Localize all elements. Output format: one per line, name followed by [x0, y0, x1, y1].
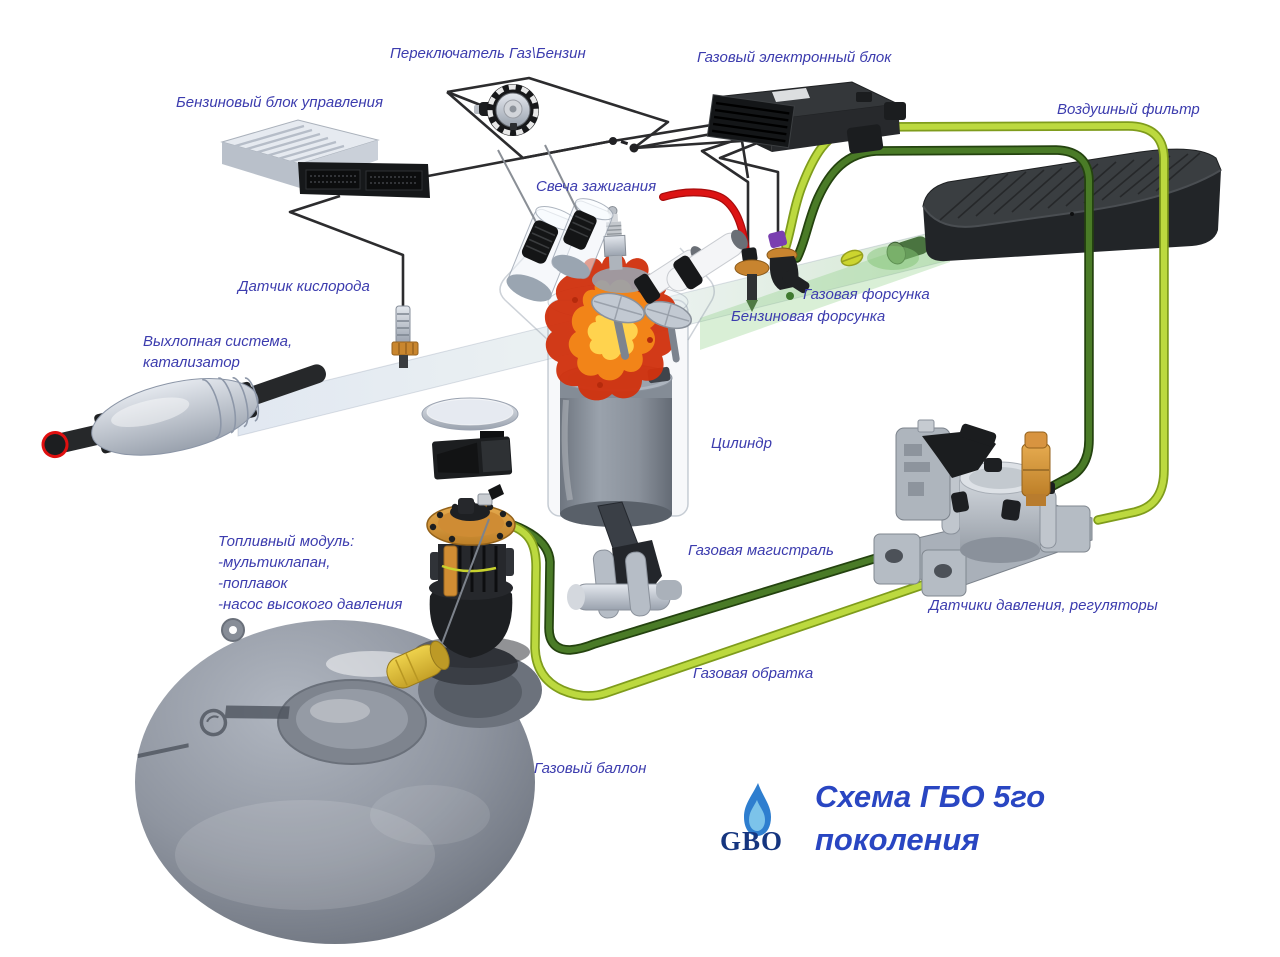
intake-lens [840, 249, 864, 267]
label-petrol-injector: Бензиновая форсунка [731, 308, 886, 325]
petrol-injector-wire [700, 134, 750, 254]
throttle-disc [421, 397, 519, 431]
petrol-ecu-fins [231, 124, 345, 169]
gbo-logo-text: GBO [720, 826, 784, 856]
throttle-module [432, 431, 513, 480]
wire-connector-ball [629, 143, 639, 153]
fuel-float [386, 640, 450, 689]
petrol-ecu [220, 119, 430, 198]
label-petrol-ecu: Бензиновый блок управления [176, 94, 383, 111]
label-regulators: Датчики давления, регуляторы [929, 597, 1158, 614]
label-exhaust-line1: Выхлопная система, [143, 333, 293, 350]
exhaust-runner [666, 229, 748, 292]
label-exhaust-line2: катализатор [143, 354, 240, 371]
label-gas-ecu: Газовый электронный блок [697, 49, 892, 66]
regulator-bracket [895, 419, 997, 521]
label-spark-plug: Свеча зажигания [536, 178, 657, 195]
air-filter [867, 148, 1222, 270]
fuel-switch [474, 84, 539, 136]
label-fuel-switch: Переключатель Газ\Бензин [390, 45, 586, 62]
gas-pipes [487, 121, 1169, 701]
gbo-logo-flame [744, 783, 771, 836]
label-fuel-module-item2: -поплавок [218, 575, 288, 592]
ignition-coil [521, 220, 559, 264]
exhaust-tip [41, 431, 69, 459]
ignition-coil [563, 210, 597, 250]
label-cylinder: Цилиндр [711, 435, 772, 452]
diagram-title-line2: поколения [815, 822, 980, 857]
gas-injector [766, 230, 810, 300]
gas-injector-wire [718, 141, 780, 236]
tank-logo [137, 705, 290, 759]
fuel-module [386, 484, 530, 689]
label-oxygen-sensor: Датчик кислорода [238, 278, 370, 295]
petrol-injector [734, 247, 770, 312]
label-fuel-module-item3: -насос высокого давления [218, 596, 403, 613]
wire-connector-ball [609, 137, 617, 145]
valve [643, 300, 693, 363]
oxygen-sensor [391, 305, 419, 368]
label-gas-injector: Газовая форсунка [803, 286, 930, 303]
gas-ecu [706, 81, 906, 154]
label-exhaust-system: Выхлопная система, катализатор [143, 331, 292, 373]
diagram-title-line1: Схема ГБО 5го [815, 779, 1046, 814]
label-gas-tank: Газовый баллон [534, 760, 647, 777]
label-gas-return: Газовая обратка [693, 665, 814, 682]
engine [497, 144, 748, 619]
label-fuel-module: Топливный модуль: -мультиклапан, -поплав… [218, 531, 402, 615]
crankshaft [567, 501, 682, 619]
regulator-canister [1021, 431, 1051, 506]
gas-ecu-connector [706, 94, 795, 149]
valve [591, 292, 645, 360]
pressure-regulators [873, 419, 1093, 597]
exhaust-system [41, 364, 326, 459]
gas-return-line [500, 121, 1169, 701]
gas-tank [135, 618, 542, 944]
oxygen-sensor-wire [288, 194, 405, 307]
label-fuel-module-title: Топливный модуль: [218, 533, 355, 550]
label-air-filter: Воздушный фильтр [1057, 101, 1200, 118]
label-fuel-module-item1: -мультиклапан, [218, 554, 331, 571]
label-gas-line: Газовая магистраль [688, 542, 834, 559]
